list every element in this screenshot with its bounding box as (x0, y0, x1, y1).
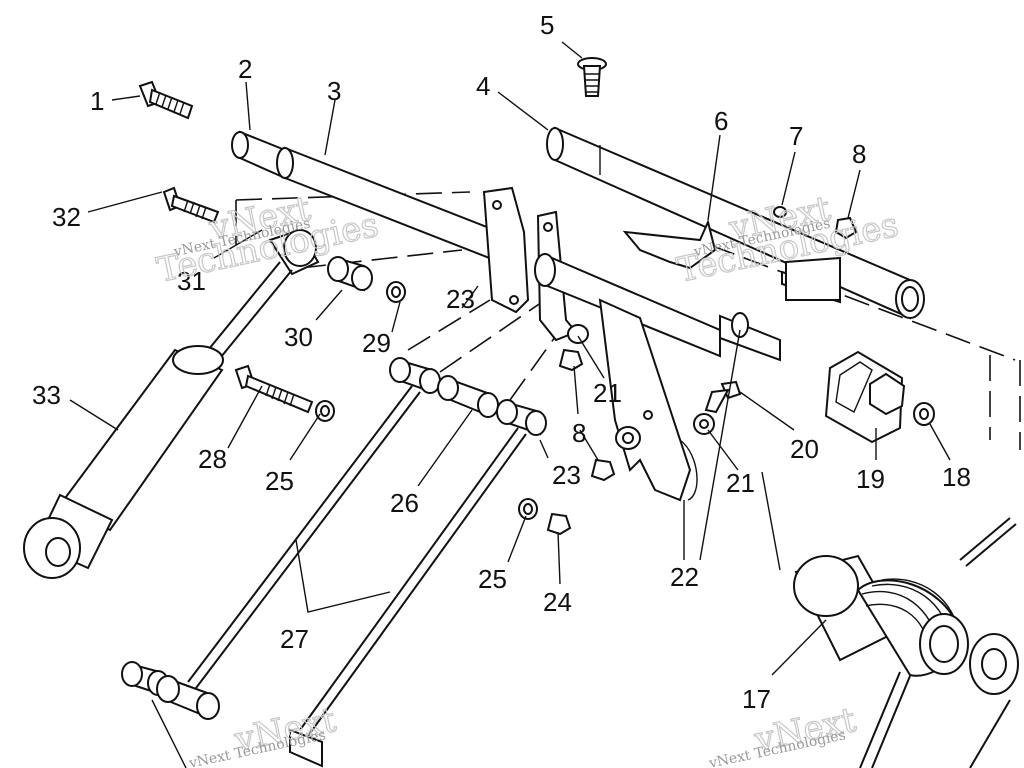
label-part-5: 5 (540, 10, 554, 40)
nut-part-8 (558, 216, 858, 482)
label-part-31: 31 (177, 266, 206, 296)
bushing-part-30 (327, 256, 373, 292)
label-part-24: 24 (543, 587, 572, 617)
label-part-27: 27 (280, 624, 309, 654)
label-part-26: 26 (390, 488, 419, 518)
label-part-33: 33 (32, 380, 61, 410)
bolt-part-32 (162, 186, 220, 224)
part-labels: 1 2 3 4 5 6 7 8 8 17 18 19 20 21 21 22 2… (32, 10, 971, 714)
label-part-1: 1 (90, 86, 104, 116)
washer-part-21 (567, 206, 787, 450)
leader-lines (69, 41, 951, 768)
washer-part-25 (518, 498, 538, 520)
label-part-25-left: 25 (265, 466, 294, 496)
label-part-20: 20 (790, 434, 819, 464)
label-part-19: 19 (856, 464, 885, 494)
bolt-part-1 (138, 80, 194, 120)
label-part-30: 30 (284, 322, 313, 352)
tie-rod-part-27 (121, 357, 547, 768)
label-part-3: 3 (327, 76, 341, 106)
label-part-21-right: 21 (726, 468, 755, 498)
label-part-23-top: 23 (446, 284, 475, 314)
torsion-spring-part-17 (793, 517, 1019, 768)
bolt-part-20 (704, 380, 742, 414)
label-part-7: 7 (789, 121, 803, 151)
label-part-21-left: 21 (593, 378, 622, 408)
label-part-8-top: 8 (852, 139, 866, 169)
label-part-22: 22 (670, 562, 699, 592)
washer-part-29 (386, 281, 406, 303)
assembly-dashed-lines (235, 191, 1021, 450)
bracket-part-19 (824, 350, 935, 444)
label-part-28: 28 (198, 444, 227, 474)
nut-part-24 (546, 512, 572, 536)
watermark-bottom-right: vNext vNext Technologies (707, 699, 861, 768)
label-part-23-bottom: 23 (552, 460, 581, 490)
label-part-25-bottom: 25 (478, 564, 507, 594)
label-part-32: 32 (52, 202, 81, 232)
label-part-2: 2 (238, 54, 252, 84)
pivot-arm-assembly (482, 186, 841, 502)
label-part-8-mid: 8 (572, 418, 586, 448)
label-part-17: 17 (742, 684, 771, 714)
bolt-part-5 (577, 57, 607, 97)
label-part-4: 4 (476, 71, 490, 101)
shock-absorber-part-33 (23, 228, 320, 579)
label-part-29: 29 (362, 328, 391, 358)
bolt-part-28 (234, 364, 335, 422)
label-part-18: 18 (942, 462, 971, 492)
label-part-6: 6 (714, 106, 728, 136)
